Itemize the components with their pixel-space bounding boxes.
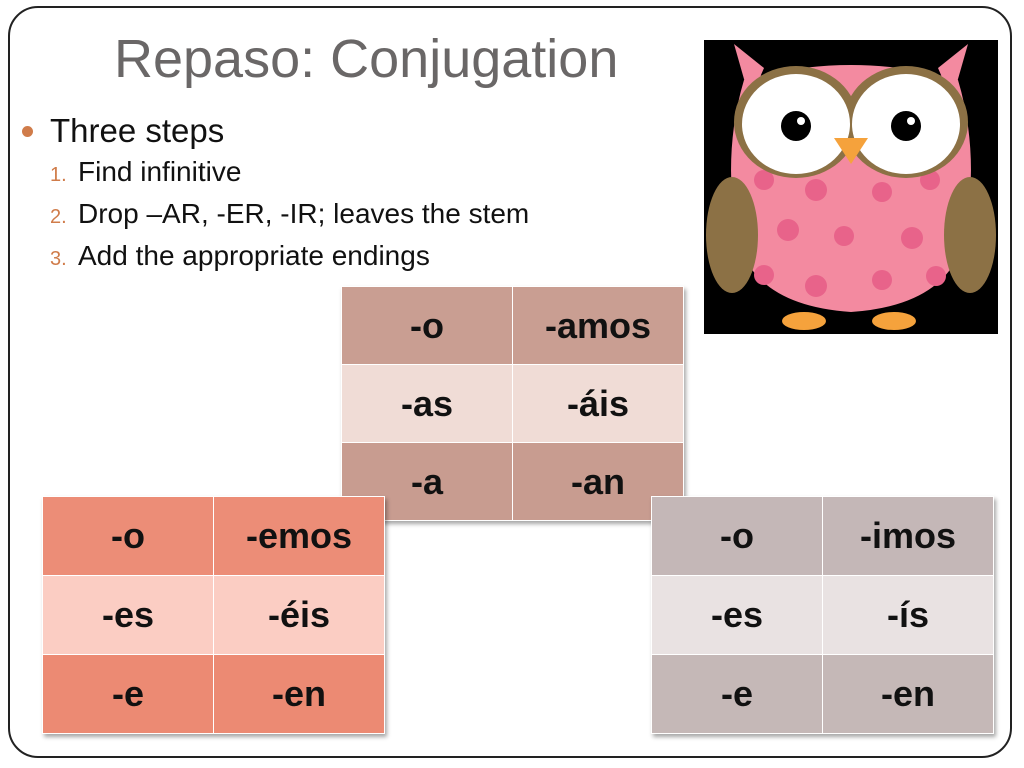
table-cell: -imos [822,496,994,576]
table-cell: -e [42,654,214,734]
table-row: -e -en [42,654,385,734]
table-cell: -en [822,654,994,734]
step-item: 1. Find infinitive [50,156,529,198]
ar-endings-table: -o -amos -as -áis -a -an [341,286,684,521]
table-row: -es -éis [42,575,385,655]
table-row: -a -an [341,442,684,521]
table-cell: -áis [512,364,684,443]
step-number: 1. [50,164,67,186]
bullet-text: Three steps [50,112,225,149]
table-cell: -ís [822,575,994,655]
table-cell: -amos [512,286,684,365]
step-text: Find infinitive [78,156,242,187]
steps-list: 1. Find infinitive 2. Drop –AR, -ER, -IR; … [50,156,529,282]
step-number: 3. [50,248,67,270]
step-text: Drop –AR, -ER, -IR; leaves the stem [78,198,530,229]
table-cell: -o [341,286,513,365]
owl-icon [706,44,996,330]
table-row: -o -imos [651,496,994,576]
step-text: Add the appropriate endings [78,240,430,271]
table-cell: -emos [213,496,385,576]
step-item: 3. Add the appropriate endings [50,240,529,282]
bullet-dot-icon [22,126,33,137]
table-cell: -éis [213,575,385,655]
step-number: 2. [50,206,67,228]
table-cell: -as [341,364,513,443]
er-endings-table: -o -emos -es -éis -e -en [42,496,385,734]
table-cell: -es [42,575,214,655]
table-cell: -o [42,496,214,576]
table-row: -o -amos [341,286,684,365]
table-cell: -es [651,575,823,655]
table-row: -e -en [651,654,994,734]
table-row: -o -emos [42,496,385,576]
table-cell: -an [512,442,684,521]
table-cell: -en [213,654,385,734]
slide-frame [8,6,1012,758]
owl-image [704,40,998,334]
table-cell: -a [341,442,513,521]
table-row: -as -áis [341,364,684,443]
ir-endings-table: -o -imos -es -ís -e -en [651,496,994,734]
table-cell: -e [651,654,823,734]
slide-title: Repaso: Conjugation [114,29,619,89]
table-cell: -o [651,496,823,576]
table-row: -es -ís [651,575,994,655]
step-item: 2. Drop –AR, -ER, -IR; leaves the stem [50,198,529,240]
